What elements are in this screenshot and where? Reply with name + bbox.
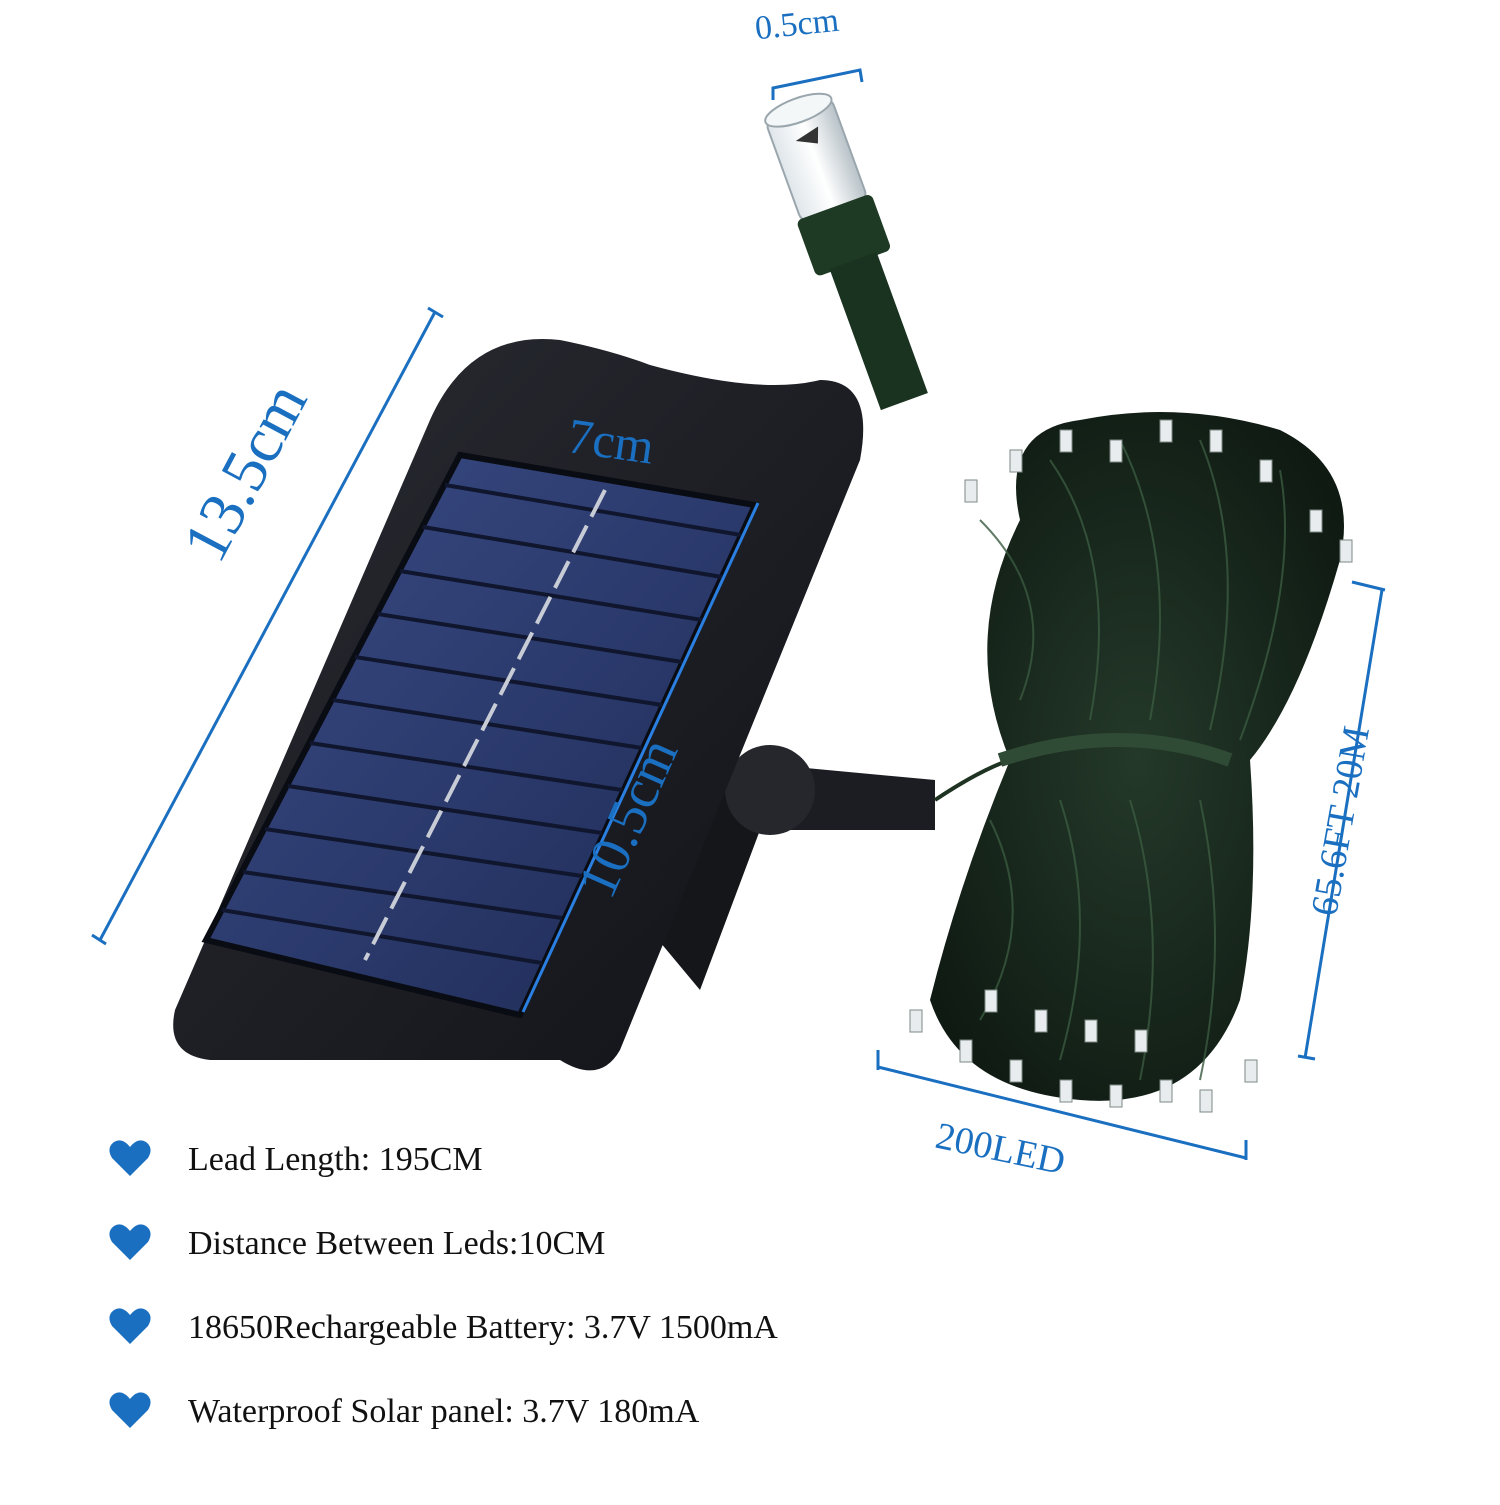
spec-battery: 18650Rechargeable Battery: 3.7V 1500mA: [188, 1309, 778, 1346]
solar-panel: [173, 339, 935, 1071]
list-item: Lead Length: 195CM: [108, 1118, 1008, 1202]
cell-height-dimension-line: [521, 502, 760, 1013]
heart-icon: [109, 1392, 151, 1428]
led-count-dimension-line: [876, 1050, 1248, 1160]
spec-led-distance: Distance Between Leds:10CM: [188, 1225, 606, 1262]
list-item: 18650Rechargeable Battery: 3.7V 1500mA: [108, 1286, 1008, 1370]
led-closeup: [764, 68, 928, 411]
heart-icon: [109, 1140, 151, 1176]
led-string-coil: [909, 412, 1353, 1113]
spec-solar-panel: Waterproof Solar panel: 3.7V 180mA: [188, 1393, 700, 1430]
spec-lead-length: Lead Length: 195CM: [188, 1141, 483, 1178]
heart-icon: [109, 1308, 151, 1344]
list-item: Waterproof Solar panel: 3.7V 180mA: [108, 1370, 1008, 1454]
panel-height-dimension-line: [91, 306, 444, 946]
spec-list: Lead Length: 195CM Distance Between Leds…: [108, 1118, 1008, 1454]
list-item: Distance Between Leds:10CM: [108, 1202, 1008, 1286]
string-length-dimension-line: [1297, 580, 1386, 1061]
heart-icon: [109, 1224, 151, 1260]
cell-width-label: 7cm: [564, 407, 658, 475]
